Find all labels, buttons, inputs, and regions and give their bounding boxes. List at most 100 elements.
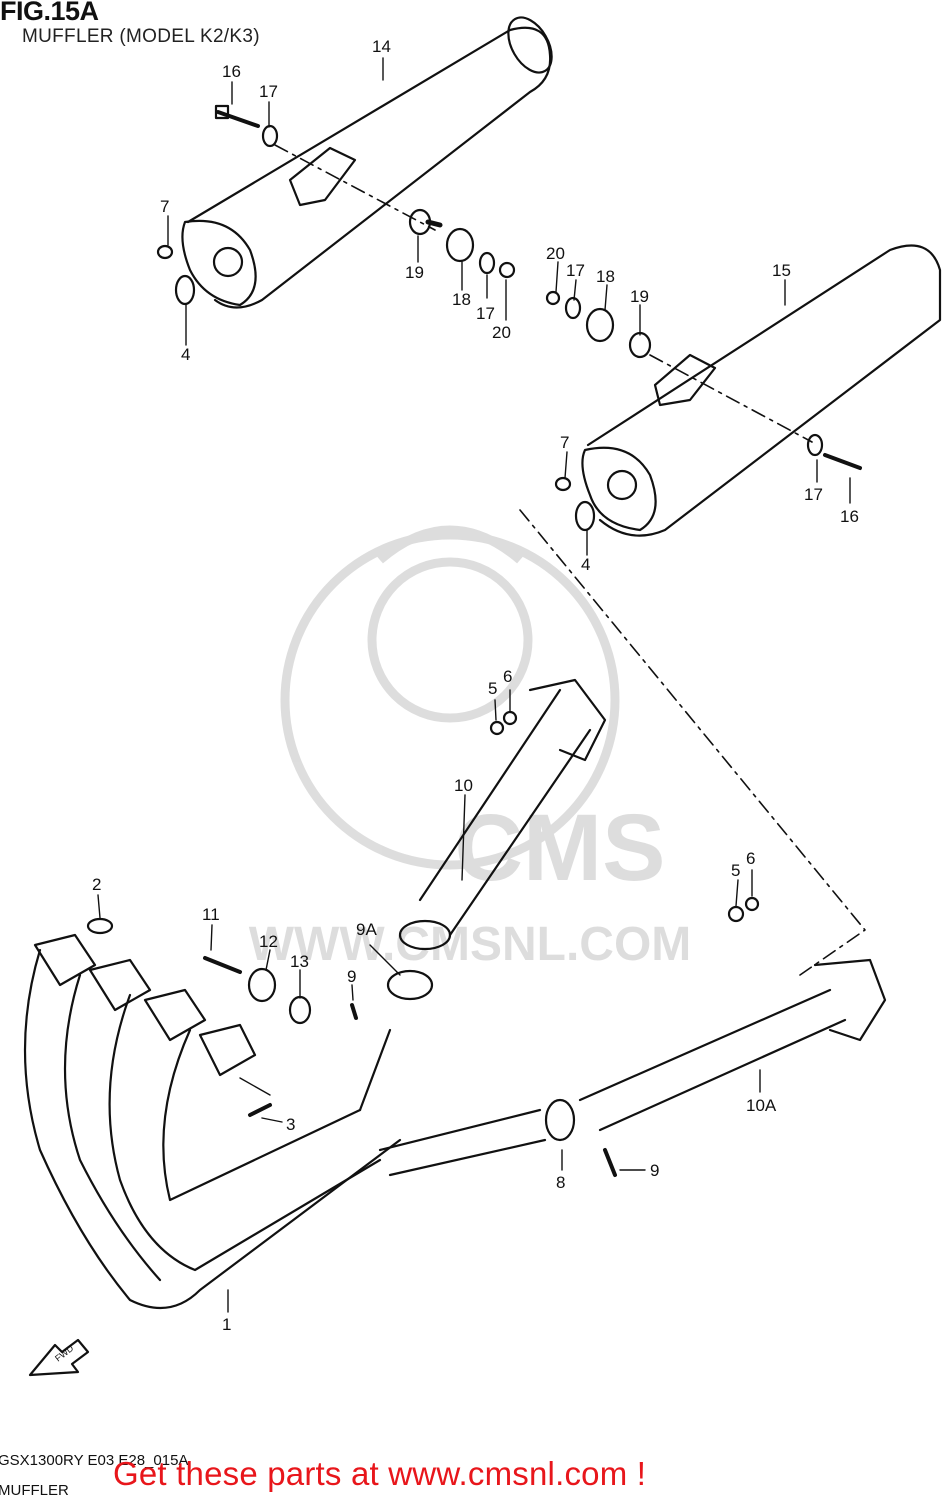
gasket-8 xyxy=(544,1098,576,1142)
mid-pipe-10-flange xyxy=(528,678,607,762)
muffler-left-flange xyxy=(181,219,257,307)
hardware-left xyxy=(156,104,516,306)
callout-18-left: 18 xyxy=(452,290,471,309)
callout-15: 15 xyxy=(772,261,791,280)
bolt-9-lower xyxy=(603,1148,617,1177)
hardware-right xyxy=(545,290,862,532)
mid-pipe-10 xyxy=(386,678,607,1001)
bolt-16-right xyxy=(823,453,862,470)
bolt-16-left-head xyxy=(214,104,230,120)
watermark-ring xyxy=(280,530,620,870)
muffler-right-flange xyxy=(581,446,657,532)
muffler-left xyxy=(181,16,553,309)
gasket-4-right xyxy=(574,500,596,532)
muffler-right-body xyxy=(586,244,942,537)
watermark-logo: CMS xyxy=(454,795,665,901)
collar-19-right xyxy=(628,331,652,359)
callout-13: 13 xyxy=(290,952,309,971)
assembly-line-left xyxy=(274,144,436,231)
grommet-12 xyxy=(247,967,277,1003)
muffler-right xyxy=(581,244,942,537)
callout-7-left: 7 xyxy=(160,197,169,216)
callout-17-right-a: 17 xyxy=(566,261,585,280)
callout-19-left: 19 xyxy=(405,263,424,282)
callout-12: 12 xyxy=(259,932,278,951)
muffler-right-bracket xyxy=(653,353,717,407)
watermark: CMS WWW.CMSNL.COM xyxy=(249,525,692,971)
callout-5-lower: 5 xyxy=(731,861,740,880)
watermark-face xyxy=(367,557,533,723)
callout-10: 10 xyxy=(454,776,473,795)
callout-19-right: 19 xyxy=(630,287,649,306)
bolt-9-upper xyxy=(350,1003,358,1020)
watermark-text: WWW.CMSNL.COM xyxy=(249,918,692,971)
nut-5-upper xyxy=(489,720,505,736)
callout-17-right-b: 17 xyxy=(804,485,823,504)
gasket-2 xyxy=(86,917,114,935)
collar-13 xyxy=(288,995,312,1025)
bolt-11 xyxy=(203,956,242,974)
washer-6-upper xyxy=(502,710,518,726)
callout-17-left-a: 17 xyxy=(259,82,278,101)
muffler-right-outlet xyxy=(606,469,638,501)
header-pipe-2 xyxy=(63,973,162,1282)
header-pipe-1 xyxy=(23,948,402,1310)
nut-20-right xyxy=(545,290,561,306)
muffler-left-end xyxy=(507,16,553,74)
callout-7-right: 7 xyxy=(560,433,569,452)
hardware-header xyxy=(203,956,358,1025)
callout-11: 11 xyxy=(202,905,220,924)
grommet-18-right xyxy=(585,307,615,343)
callout-4-left: 4 xyxy=(181,345,190,364)
callout-14: 14 xyxy=(372,37,391,56)
callout-8: 8 xyxy=(556,1173,565,1192)
figure-code: GSX1300RY E03 E28_015A xyxy=(0,1452,189,1469)
figure-name: MUFFLER xyxy=(0,1482,69,1499)
bolt-3 xyxy=(248,1103,272,1117)
figure-subtitle: MUFFLER (MODEL K2/K3) xyxy=(22,26,260,47)
promo-link[interactable]: Get these parts at www.cmsnl.com ! xyxy=(113,1455,647,1492)
callout-10A: 10A xyxy=(746,1096,777,1115)
assembly-line-right xyxy=(649,354,813,443)
exhaust-header-1 xyxy=(23,917,547,1310)
mid-pipe-10A xyxy=(544,896,887,1177)
header-flanges xyxy=(33,933,257,1077)
fwd-arrow-icon xyxy=(28,1338,90,1377)
callout-16-left: 16 xyxy=(222,62,241,81)
callout-6-upper: 6 xyxy=(503,667,512,686)
callout-9-upper: 9 xyxy=(347,967,356,986)
figure-number: FIG.15A xyxy=(0,0,99,26)
callout-18-right: 18 xyxy=(596,267,615,286)
mid-pipe-10-body xyxy=(418,688,592,937)
callout-17-left-b: 17 xyxy=(476,304,495,323)
fwd-arrow: FWD xyxy=(28,1338,90,1377)
muffler-left-bracket xyxy=(288,146,357,207)
callout-1: 1 xyxy=(222,1315,231,1334)
assembly-lines xyxy=(274,144,866,976)
muffler-left-body xyxy=(186,26,552,309)
header-bracket xyxy=(358,1028,392,1112)
callout-20-left: 20 xyxy=(492,323,511,342)
gasket-4-left xyxy=(174,274,196,306)
callout-20-right: 20 xyxy=(546,244,565,263)
assembly-line-link xyxy=(519,509,866,976)
bolt-16-left xyxy=(216,110,260,128)
callout-16-right: 16 xyxy=(840,507,859,526)
header-pipe-3 xyxy=(108,993,382,1272)
header-pipe-4 xyxy=(162,1028,362,1202)
grommet-18-left xyxy=(445,227,475,263)
mid-pipe-10A-flange xyxy=(813,958,887,1042)
washer-17-left-b xyxy=(478,251,496,275)
clamp-9A xyxy=(386,969,434,1001)
callout-2: 2 xyxy=(92,875,101,894)
callout-labels: 14 16 17 7 4 19 18 17 20 20 17 18 19 15 … xyxy=(92,37,859,1334)
nut-20-left xyxy=(498,261,516,279)
callout-6-lower: 6 xyxy=(746,849,755,868)
mid-pipe-10-end xyxy=(398,919,452,951)
callout-5-upper: 5 xyxy=(488,679,497,698)
nut-7-right xyxy=(554,476,572,492)
mid-pipe-10A-body xyxy=(578,988,847,1132)
watermark-helmet xyxy=(377,525,523,564)
